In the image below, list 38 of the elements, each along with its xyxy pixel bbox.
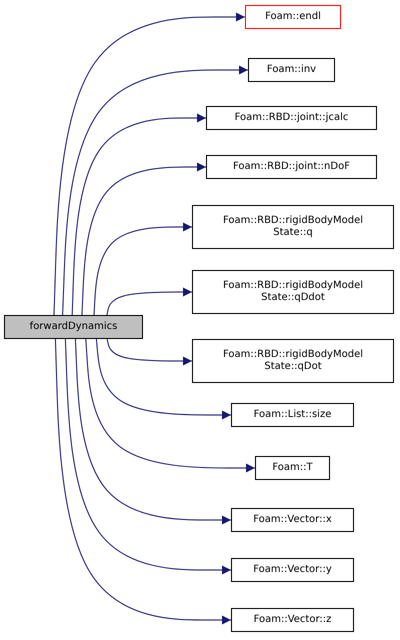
- function-name: Foam::Vector::x: [253, 514, 332, 526]
- function-box: [255, 456, 330, 480]
- function-name: Foam::inv: [266, 64, 316, 76]
- function-name: Foam::RBD::rigidBodyModel State::qDot: [222, 348, 364, 374]
- function-name: Foam::Vector::z: [254, 614, 332, 626]
- function-box: [192, 339, 394, 383]
- function-box: [231, 558, 354, 582]
- call-arrow: [82, 162, 206, 316]
- current-function-box: [4, 315, 143, 339]
- function-name: Foam::RBD::rigidBodyModel State::qDdot: [222, 280, 364, 304]
- call-arrow: [106, 338, 192, 366]
- function-name: Foam::RBD::joint::jcalc: [234, 112, 348, 124]
- call-arrow: [74, 338, 232, 524]
- call-arrow: [64, 338, 232, 574]
- call-arrow: [106, 288, 192, 316]
- function-box: [231, 508, 354, 532]
- function-name: Foam::Vector::y: [253, 564, 332, 576]
- function-name: Foam::RBD::joint::nDoF: [233, 160, 350, 174]
- function-name: Foam::RBD::rigidBodyModel State::q: [222, 214, 364, 240]
- function-name: Foam::T: [272, 462, 313, 474]
- function-name: Foam::List::size: [254, 408, 332, 422]
- function-box: [192, 205, 394, 249]
- call-arrow: [85, 338, 256, 472]
- function-box: [245, 5, 341, 29]
- function-box: [231, 608, 354, 632]
- call-arrow: [96, 338, 232, 420]
- function-box: [248, 58, 335, 82]
- function-name: forwardDynamics: [30, 320, 118, 334]
- call-arrow: [62, 66, 248, 316]
- call-arrow: [54, 12, 246, 316]
- function-box: [231, 403, 354, 427]
- call-arrow: [94, 222, 192, 316]
- call-arrow: [72, 114, 206, 316]
- function-box: [192, 270, 394, 314]
- call-arrow: [54, 338, 232, 624]
- function-name: Foam::endl: [265, 10, 321, 24]
- function-box: [206, 155, 377, 179]
- function-box: [206, 106, 377, 130]
